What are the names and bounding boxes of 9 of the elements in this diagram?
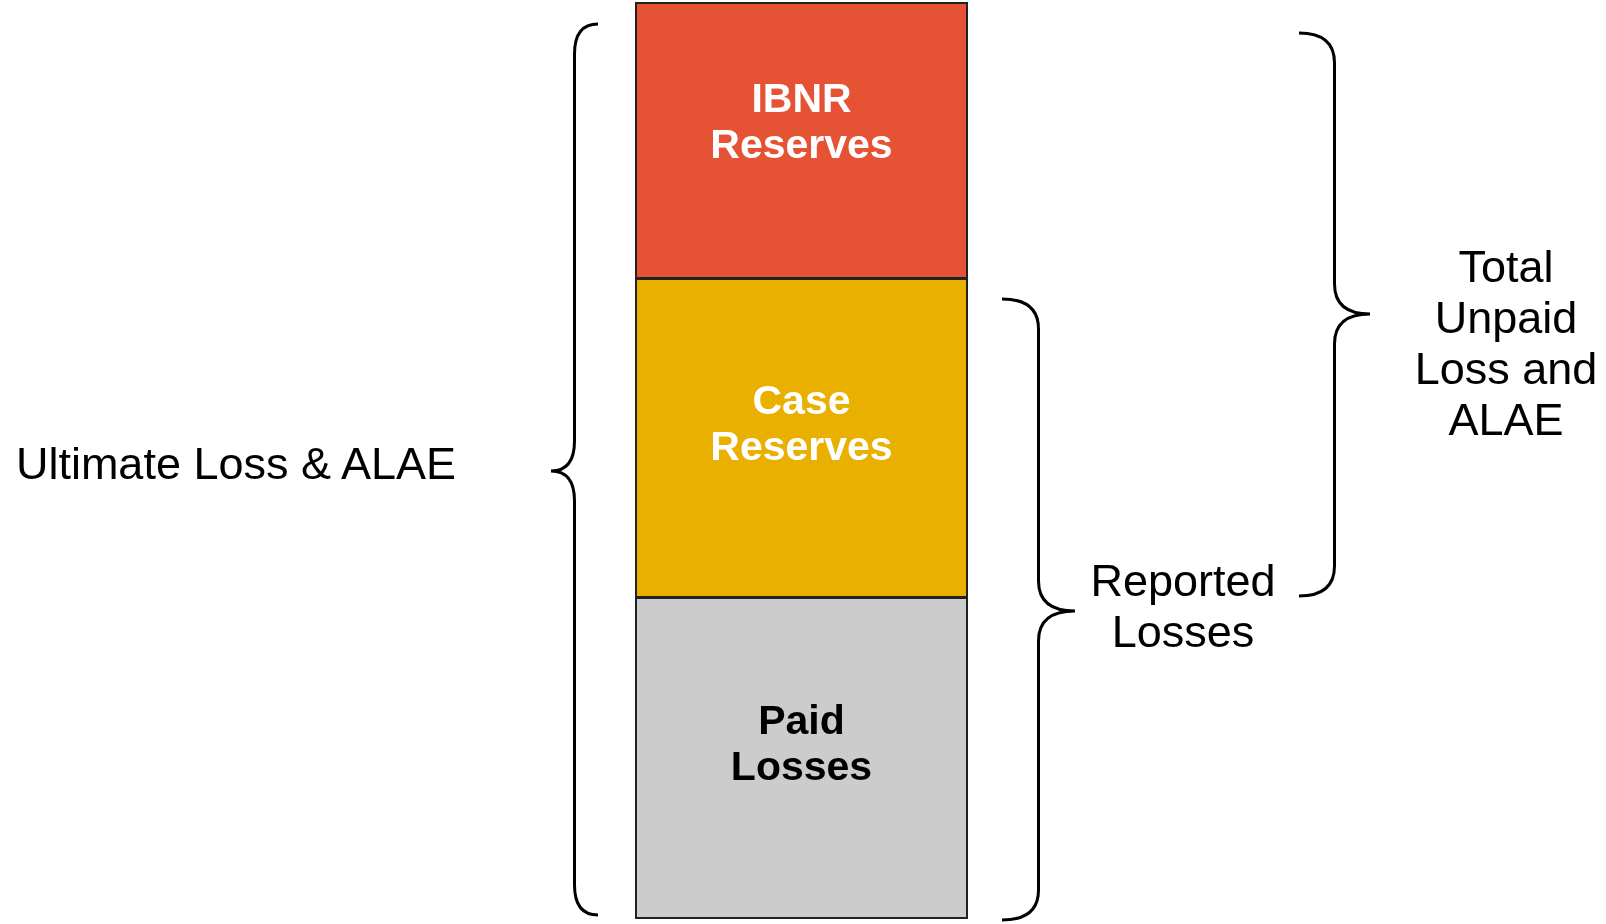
brace-label: Ultimate Loss & ALAE [14,437,458,489]
bar-segment [635,278,968,598]
brace-label: Reported Losses [1089,555,1277,657]
brace-label: Total Unpaid Loss and ALAE [1413,241,1599,445]
bar-segment [635,597,968,919]
segment-label: Paid Losses [729,697,874,789]
bar-segment [635,2,968,279]
segment-label: IBNR Reserves [709,74,894,167]
segment-label: Case Reserves [709,377,894,469]
